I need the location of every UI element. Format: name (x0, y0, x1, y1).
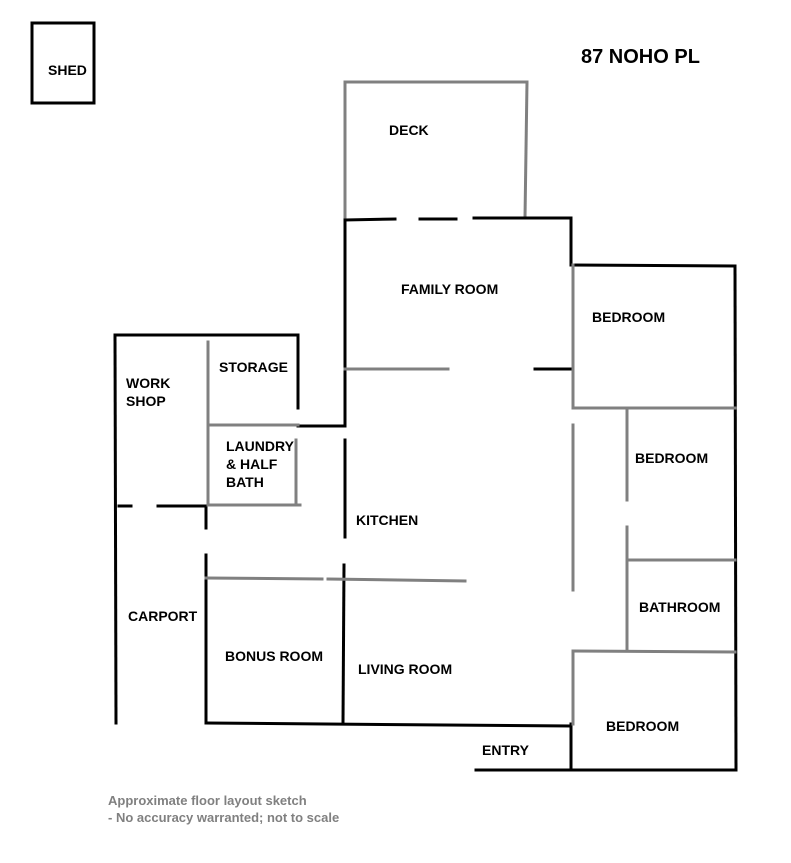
laundry-label-line2: & HALF (226, 456, 278, 472)
living-room-label: LIVING ROOM (358, 661, 453, 677)
disclaimer-line1: Approximate floor layout sketch (108, 793, 307, 808)
shed-outline (30, 21, 96, 105)
kitchen-label: KITCHEN (356, 512, 419, 528)
work-shop-label: WORK SHOP (126, 374, 170, 410)
laundry-half-bath-label: LAUNDRY & HALF BATH (226, 437, 294, 491)
exterior-walls (113, 216, 738, 772)
laundry-label-line1: LAUNDRY (226, 438, 294, 454)
disclaimer-line2: - No accuracy warranted; not to scale (108, 810, 340, 825)
bedroom-label-middle: BEDROOM (635, 450, 709, 466)
deck-outline (343, 80, 529, 222)
deck-label: DECK (389, 122, 429, 138)
bedroom-label-lower: BEDROOM (606, 718, 680, 734)
entry-label: ENTRY (482, 742, 529, 758)
bonus-room-label: BONUS ROOM (225, 648, 323, 664)
carport-label: CARPORT (128, 608, 198, 624)
bedroom-label-upper: BEDROOM (592, 309, 666, 325)
bathroom-label: BATHROOM (639, 599, 721, 615)
family-room-label: FAMILY ROOM (401, 281, 499, 297)
work-shop-label-line2: SHOP (126, 393, 166, 409)
storage-label: STORAGE (219, 359, 288, 375)
property-address: 87 NOHO PL (581, 46, 700, 68)
laundry-label-line3: BATH (226, 474, 264, 490)
shed-label: SHED (48, 62, 87, 78)
work-shop-label-line1: WORK (126, 375, 171, 391)
disclaimer-note: Approximate floor layout sketch - No acc… (108, 792, 339, 826)
interior-walls (204, 263, 737, 726)
